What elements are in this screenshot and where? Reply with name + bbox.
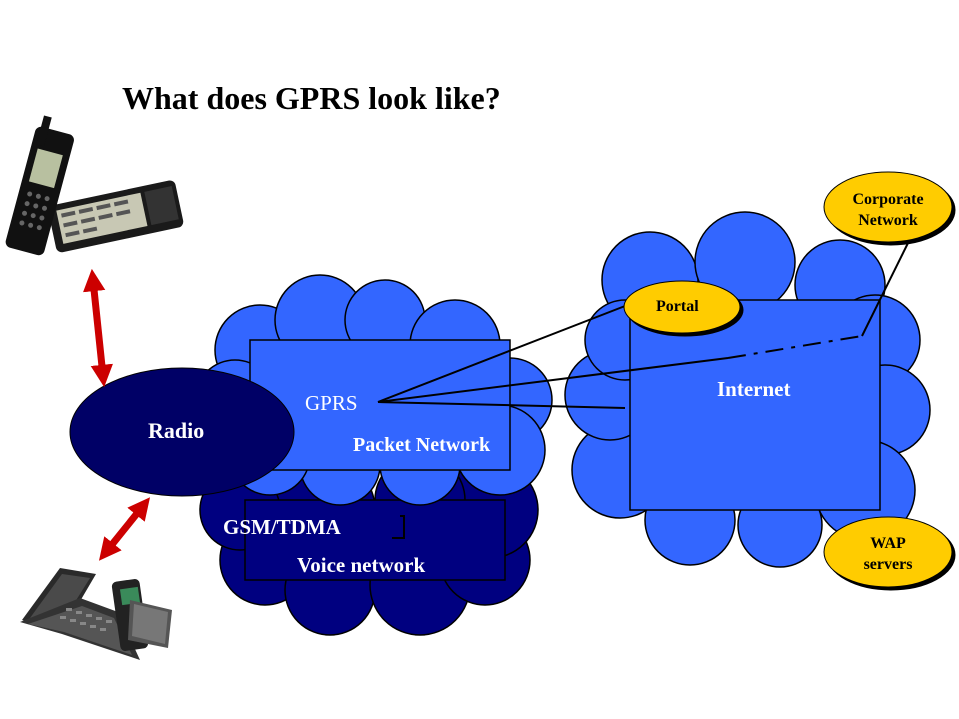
radio-ellipse bbox=[69, 367, 295, 497]
wap-servers-ellipse bbox=[823, 516, 953, 588]
packet-network-label: Packet Network bbox=[353, 434, 491, 456]
gprs-label: GPRS bbox=[305, 391, 358, 415]
internet-cloud bbox=[564, 211, 931, 568]
handheld-pc-and-phone-icon bbox=[20, 568, 172, 660]
radio-label: Radio bbox=[148, 418, 205, 443]
bottom-radio-arrow bbox=[98, 497, 151, 561]
packet-network-cloud bbox=[194, 274, 553, 506]
voice-gprs-link-bracket bbox=[392, 515, 405, 539]
wap-servers-line2: servers bbox=[863, 556, 913, 573]
portal-ellipse bbox=[623, 280, 741, 334]
gsm-tdma-label: GSM/TDMA bbox=[223, 515, 341, 539]
mobile-phones-icon bbox=[5, 115, 184, 256]
portal-label: Portal bbox=[656, 298, 699, 315]
slide-title: What does GPRS look like? bbox=[122, 80, 501, 116]
corporate-network-line2: Network bbox=[858, 212, 918, 229]
top-radio-arrow bbox=[83, 268, 113, 388]
wap-servers-line1: WAP bbox=[870, 535, 906, 552]
internet-label: Internet bbox=[717, 377, 791, 401]
corporate-network-label: Corporate Network bbox=[838, 189, 938, 231]
voice-network-label: Voice network bbox=[297, 553, 426, 577]
corporate-network-line1: Corporate bbox=[852, 191, 924, 208]
wap-servers-label: WAP servers bbox=[838, 533, 938, 575]
corporate-network-ellipse bbox=[823, 171, 953, 243]
gprs-links bbox=[377, 242, 909, 409]
